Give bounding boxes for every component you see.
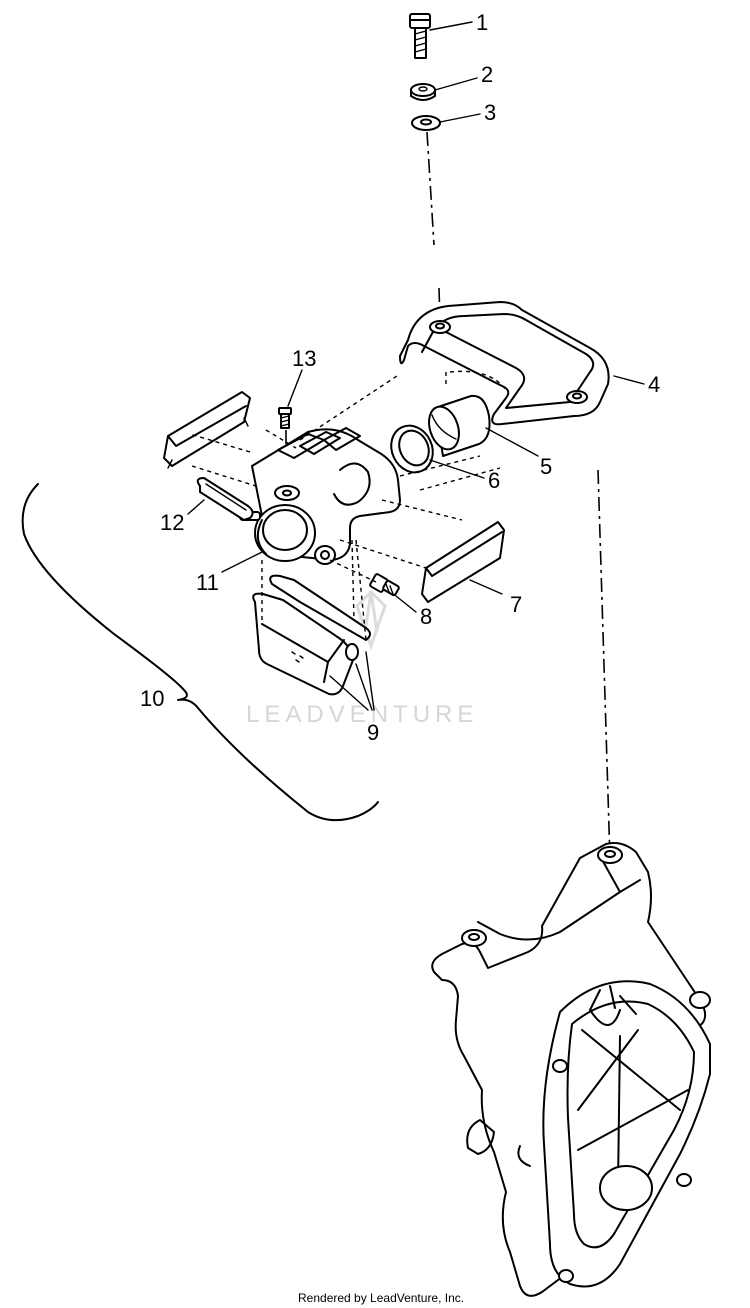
callout-7: 7: [510, 592, 522, 617]
callout-10: 10: [140, 686, 164, 711]
callout-13: 13: [292, 346, 316, 371]
banjo-fitting: [369, 573, 400, 597]
caliper-body: [239, 427, 401, 565]
mounting-bracket: [399, 301, 610, 426]
watermark-text: LEADVENTURE: [246, 701, 478, 728]
callouts: 1 2 3 4 5 6 7 8 9 10 11 12 13: [140, 10, 660, 745]
lock-washer: [410, 83, 436, 101]
pad-retaining-pin: [196, 477, 254, 521]
callout-8: 8: [420, 604, 432, 629]
callout-12: 12: [160, 510, 184, 535]
callout-11: 11: [196, 570, 219, 595]
callout-9: 9: [367, 720, 379, 745]
piston-seal: [390, 424, 434, 474]
explosion-guide-lines: [189, 370, 507, 641]
callout-leader-lines: [187, 21, 645, 711]
assembly-group-brace: [21, 483, 379, 822]
brake-pad-shim-lower: [421, 521, 505, 603]
callout-5: 5: [540, 454, 552, 479]
flat-washer: [411, 115, 441, 131]
callout-2: 2: [481, 62, 493, 87]
footer-credit: Rendered by LeadVenture, Inc.: [298, 1291, 464, 1305]
bolt: [409, 13, 431, 59]
bleeder-screw: [278, 407, 292, 429]
brake-pad-shim-upper: [163, 391, 251, 469]
callout-1: 1: [476, 10, 488, 35]
caliper-mount-housing: [431, 842, 711, 1297]
callout-6: 6: [488, 468, 500, 493]
watermark-logo: LEADVENTURE: [246, 589, 478, 728]
callout-3: 3: [484, 100, 496, 125]
brake-pads: [252, 574, 371, 696]
callout-4: 4: [648, 372, 660, 397]
caliper-piston: [428, 394, 491, 457]
